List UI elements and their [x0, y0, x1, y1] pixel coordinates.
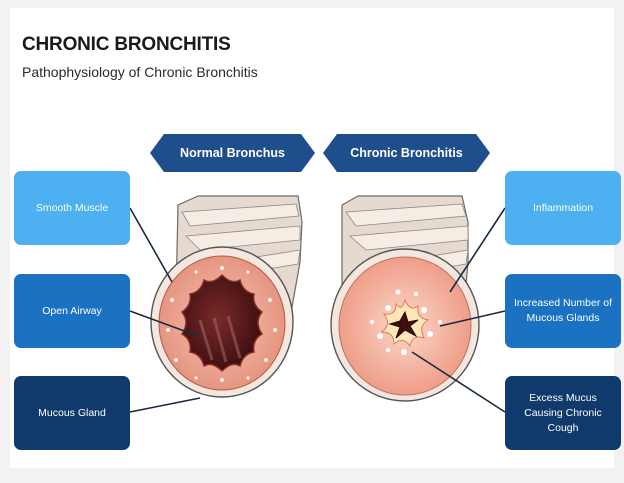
label-mucous-gland: Mucous Gland	[14, 376, 130, 450]
chronic-bronchus-illustration	[331, 196, 479, 401]
label-smooth-muscle: Smooth Muscle	[14, 171, 130, 245]
label-excess-mucus: Excess Mucus Causing Chronic Cough	[505, 376, 621, 450]
label-increased-mucous-glands: Increased Number of Mucous Glands	[505, 274, 621, 348]
label-open-airway: Open Airway	[14, 274, 130, 348]
label-inflammation: Inflammation	[505, 171, 621, 245]
normal-bronchus-illustration	[151, 196, 302, 397]
